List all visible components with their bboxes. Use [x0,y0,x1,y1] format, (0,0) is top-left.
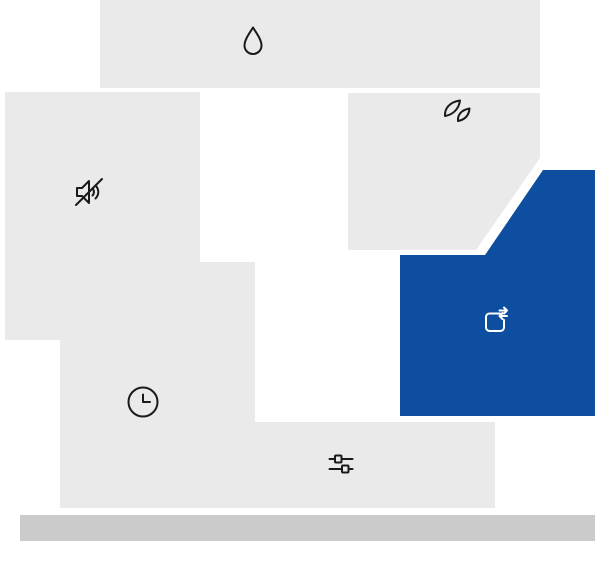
water-drop-icon [235,24,271,60]
scroll-indicator[interactable] [20,515,595,541]
remote-start-icon [477,304,513,340]
tile-settings[interactable] [200,422,495,508]
clock-icon [125,384,161,420]
tile-water-hardness[interactable] [100,0,540,88]
speaker-muted-icon [71,174,107,210]
eco-leaves-icon [438,94,474,130]
sliders-icon [323,446,359,482]
